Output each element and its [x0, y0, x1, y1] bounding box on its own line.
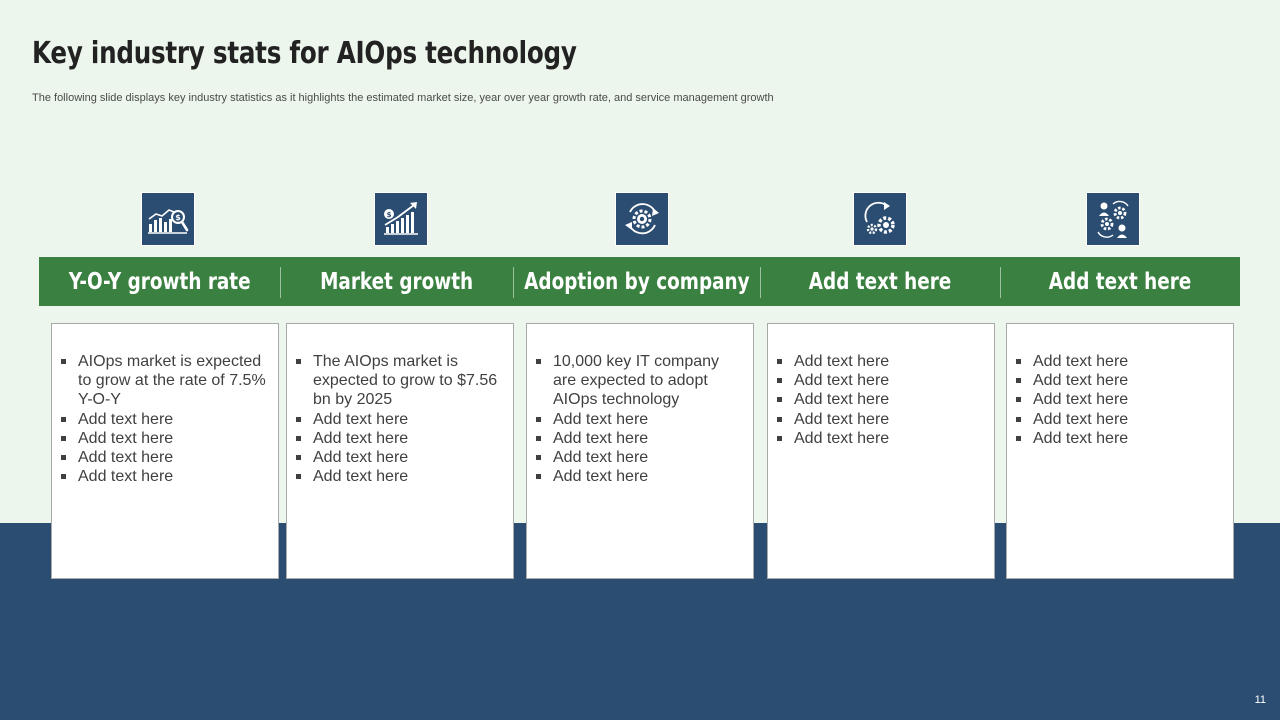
page-number: 11 [1254, 694, 1266, 706]
bullet-item: Add text here [777, 390, 984, 409]
gears-refresh-icon [853, 192, 907, 246]
bullet-item: The AIOps market is expected to grow to … [296, 352, 503, 410]
bullet-item: Add text here [1016, 429, 1223, 448]
bullet-item: Add text here [1016, 371, 1223, 390]
bullet-item: AIOps market is expected to grow at the … [61, 352, 268, 410]
bullet-item: 10,000 key IT company are expected to ad… [536, 352, 743, 410]
bullet-item: Add text here [61, 410, 268, 429]
header-divider [1000, 267, 1001, 298]
stat-card-market-growth: The AIOps market is expected to grow to … [286, 323, 514, 579]
stat-card-adoption: 10,000 key IT company are expected to ad… [526, 323, 754, 579]
bullet-item: Add text here [61, 448, 268, 467]
bullet-item: Add text here [1016, 410, 1223, 429]
bullet-item: Add text here [296, 410, 503, 429]
bullet-item: Add text here [536, 429, 743, 448]
bullet-item: Add text here [296, 448, 503, 467]
header-divider [513, 267, 514, 298]
bullet-item: Add text here [296, 429, 503, 448]
header-divider [760, 267, 761, 298]
header-bar [39, 257, 1240, 306]
column-heading-market-growth: Market growth [319, 268, 473, 295]
stat-card-yoy-growth: AIOps market is expected to grow at the … [51, 323, 279, 579]
bullet-item: Add text here [1016, 352, 1223, 371]
bullet-item: Add text here [296, 467, 503, 486]
growth-chart-search-icon: $ [141, 192, 195, 246]
bullet-item: Add text here [61, 467, 268, 486]
bullet-item: Add text here [536, 410, 743, 429]
bullet-item: Add text here [777, 410, 984, 429]
column-heading-adoption: Adoption by company [523, 268, 750, 295]
slide-title: Key industry stats for AIOps technology [32, 36, 577, 71]
bullet-item: Add text here [1016, 390, 1223, 409]
header-divider [280, 267, 281, 298]
bullet-item: Add text here [777, 429, 984, 448]
bullet-item: Add text here [61, 429, 268, 448]
svg-text:$: $ [175, 213, 181, 222]
team-gears-icon [1086, 192, 1140, 246]
stat-card-4: Add text here Add text here Add text her… [767, 323, 995, 579]
column-heading-5: Add text here [1048, 268, 1192, 295]
bullet-item: Add text here [777, 352, 984, 371]
bullet-item: Add text here [777, 371, 984, 390]
money-growth-chart-icon: $ [374, 192, 428, 246]
column-heading-yoy-growth: Y-O-Y growth rate [68, 268, 251, 295]
stat-card-5: Add text here Add text here Add text her… [1006, 323, 1234, 579]
bullet-item: Add text here [536, 448, 743, 467]
slide-subtitle: The following slide displays key industr… [32, 92, 774, 104]
column-heading-4: Add text here [808, 268, 952, 295]
bullet-item: Add text here [536, 467, 743, 486]
gear-cycle-icon [615, 192, 669, 246]
svg-text:$: $ [387, 211, 392, 219]
